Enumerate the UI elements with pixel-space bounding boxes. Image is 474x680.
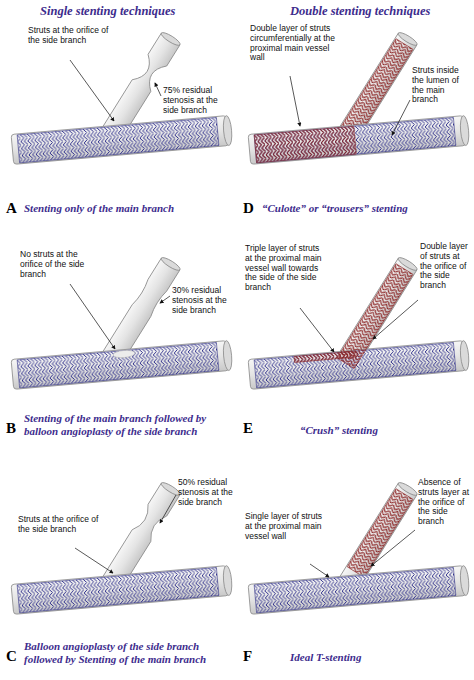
- callout-note: Double layer of struts at the orifice of…: [420, 242, 472, 291]
- callout-note: Double layer of struts circumferentially…: [250, 24, 345, 63]
- column-heading: Single stenting techniques: [40, 4, 175, 19]
- column-heading: Double stenting techniques: [290, 4, 430, 19]
- panel-a-drawing: [11, 31, 233, 165]
- callout-note: Single layer of struts at the proximal m…: [245, 512, 325, 541]
- callout-note: Triple layer of struts at the proximal m…: [245, 244, 325, 293]
- panel-letter: C: [6, 648, 20, 665]
- panel-caption: “Crush” stenting: [300, 424, 470, 437]
- callout-note: Struts at the orifice of the side branch: [28, 26, 110, 46]
- panel-letter: D: [243, 200, 257, 217]
- panel-letter: B: [6, 420, 20, 437]
- callout-note: No struts at the orifice of the side bra…: [20, 250, 102, 279]
- callout-note: Absence of struts layer at the orifice o…: [418, 478, 472, 527]
- panel-caption: Ideal T-stenting: [290, 651, 460, 664]
- panel-letter: E: [243, 420, 257, 437]
- callout-note: Struts at the orifice of the side branch: [18, 515, 100, 535]
- callout-note: 50% residual stenosis at the side branch: [178, 478, 234, 507]
- panel-caption: “Culotte” or “trousers” stenting: [262, 202, 470, 215]
- panel-letter: F: [243, 648, 257, 665]
- panel-caption: Stenting only of the main branch: [24, 202, 234, 215]
- callout-note: 75% residual stenosis at the side branch: [163, 86, 233, 115]
- panel-letter: A: [6, 200, 20, 217]
- panel-caption: Balloon angioplasty of the side branch f…: [24, 640, 234, 666]
- callout-note: 30% residual stenosis at the side branch: [172, 286, 234, 315]
- panel-caption: Stenting of the main branch followed by …: [24, 412, 234, 438]
- callout-note: Struts inside the lumen of the main bran…: [412, 66, 472, 105]
